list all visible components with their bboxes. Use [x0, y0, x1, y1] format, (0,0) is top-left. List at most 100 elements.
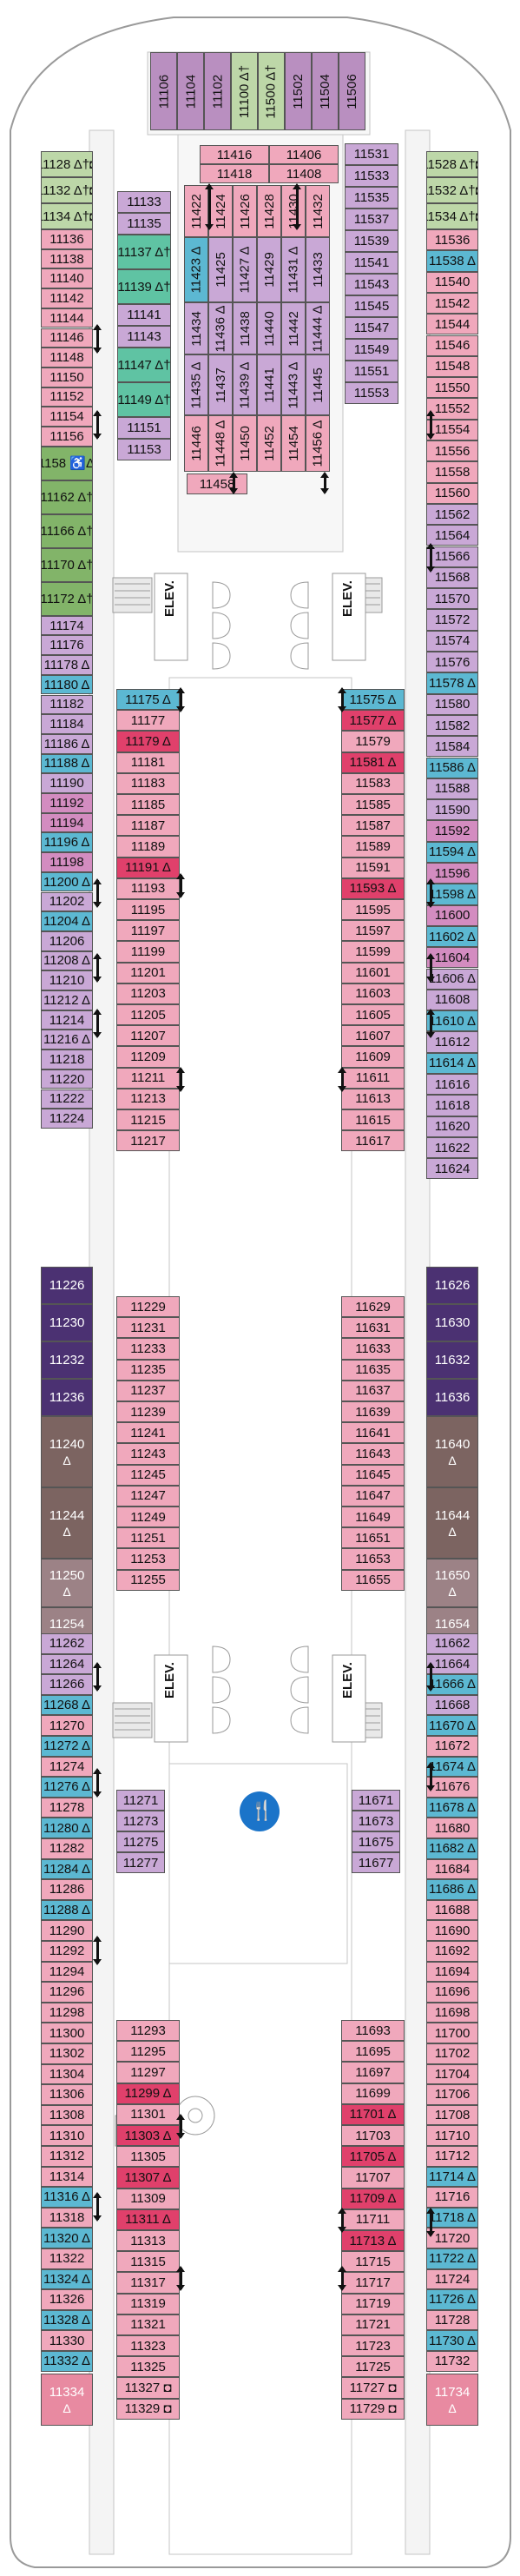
cabin-11443[interactable]: 11443 Δ — [281, 354, 306, 415]
cabin-11436[interactable]: 11436 Δ — [208, 302, 233, 354]
cabin-11313[interactable]: 11313 — [116, 2230, 180, 2252]
cabin-11213[interactable]: 11213 — [116, 1088, 180, 1109]
cabin-11712[interactable]: 11712 — [426, 2146, 478, 2167]
cabin-11692[interactable]: 11692 — [426, 1941, 478, 1962]
cabin-11726[interactable]: 11726 Δ — [426, 2289, 478, 2310]
cabin-11539[interactable]: 11539 — [345, 230, 398, 252]
cabin-11290[interactable]: 11290 — [41, 1920, 93, 1941]
cabin-11543[interactable]: 11543 — [345, 274, 398, 295]
cabin-11703[interactable]: 11703 — [341, 2125, 405, 2147]
cabin-11586[interactable]: 11586 Δ — [426, 757, 478, 778]
cabin-11203[interactable]: 11203 — [116, 983, 180, 1004]
cabin-11209[interactable]: 11209 — [116, 1046, 180, 1068]
cabin-11233[interactable]: 11233 — [116, 1338, 180, 1360]
cabin-11547[interactable]: 11547 — [345, 317, 398, 339]
cabin-11435[interactable]: 11435 Δ — [184, 354, 208, 415]
cabin-11593[interactable]: 11593 Δ — [341, 877, 405, 899]
cabin-11504[interactable]: 11504 — [312, 52, 339, 130]
cabin-11532[interactable]: 11532 Δ†◘ — [426, 177, 478, 203]
cabin-11600[interactable]: 11600 — [426, 904, 478, 926]
cabin-11699[interactable]: 11699 — [341, 2083, 405, 2104]
cabin-11324[interactable]: 11324 Δ — [41, 2268, 93, 2290]
cabin-11604[interactable]: 11604 — [426, 947, 478, 969]
cabin-11711[interactable]: 11711 — [341, 2208, 405, 2230]
cabin-11189[interactable]: 11189 — [116, 836, 180, 858]
cabin-11217[interactable]: 11217 — [116, 1130, 180, 1152]
cabin-11633[interactable]: 11633 — [341, 1338, 405, 1360]
cabin-11176[interactable]: 11176 — [41, 635, 93, 656]
cabin-11580[interactable]: 11580 — [426, 693, 478, 715]
cabin-11274[interactable]: 11274 — [41, 1756, 93, 1778]
cabin-11134[interactable]: 11134 Δ†◘ — [41, 203, 93, 229]
cabin-11187[interactable]: 11187 — [116, 815, 180, 837]
cabin-11591[interactable]: 11591 — [341, 857, 405, 878]
cabin-11214[interactable]: 11214 — [41, 1010, 93, 1030]
cabin-11502[interactable]: 11502 — [285, 52, 312, 130]
cabin-11608[interactable]: 11608 — [426, 989, 478, 1011]
cabin-11682[interactable]: 11682 Δ — [426, 1838, 478, 1859]
cabin-11662[interactable]: 11662 — [426, 1633, 478, 1654]
cabin-11422[interactable]: 11422 — [184, 185, 208, 237]
cabin-11727[interactable]: 11727 ◘ — [341, 2377, 405, 2399]
cabin-11199[interactable]: 11199 — [116, 941, 180, 963]
cabin-11226[interactable]: 11226 — [41, 1267, 93, 1304]
cabin-11222[interactable]: 11222 — [41, 1089, 93, 1109]
cabin-11645[interactable]: 11645 — [341, 1464, 405, 1486]
cabin-11533[interactable]: 11533 — [345, 165, 398, 187]
cabin-11268[interactable]: 11268 Δ — [41, 1694, 93, 1716]
cabin-11235[interactable]: 11235 — [116, 1359, 180, 1381]
cabin-11713[interactable]: 11713 Δ — [341, 2230, 405, 2252]
cabin-11725[interactable]: 11725 — [341, 2356, 405, 2378]
cabin-11425[interactable]: 11425 — [208, 237, 233, 302]
cabin-11583[interactable]: 11583 — [341, 772, 405, 794]
cabin-11200[interactable]: 11200 Δ — [41, 871, 93, 892]
cabin-11427[interactable]: 11427 Δ — [233, 237, 257, 302]
cabin-11306[interactable]: 11306 — [41, 2084, 93, 2105]
cabin-11550[interactable]: 11550 — [426, 377, 478, 399]
cabin-11446[interactable]: 11446 — [184, 415, 208, 472]
cabin-11560[interactable]: 11560 — [426, 482, 478, 504]
cabin-11708[interactable]: 11708 — [426, 2104, 478, 2126]
cabin-11304[interactable]: 11304 — [41, 2063, 93, 2085]
cabin-11423[interactable]: 11423 Δ — [184, 237, 208, 302]
cabin-11280[interactable]: 11280 Δ — [41, 1818, 93, 1838]
cabin-11146[interactable]: 11146 — [41, 328, 93, 348]
cabin-11639[interactable]: 11639 — [341, 1401, 405, 1423]
cabin-11631[interactable]: 11631 — [341, 1317, 405, 1339]
cabin-11271[interactable]: 11271 — [116, 1790, 165, 1811]
cabin-11576[interactable]: 11576 — [426, 652, 478, 673]
cabin-11153[interactable]: 11153 — [117, 439, 171, 460]
cabin-11332[interactable]: 11332 Δ — [41, 2351, 93, 2372]
cabin-11601[interactable]: 11601 — [341, 962, 405, 983]
cabin-11141[interactable]: 11141 — [117, 304, 171, 326]
cabin-11277[interactable]: 11277 — [116, 1852, 165, 1873]
cabin-11195[interactable]: 11195 — [116, 899, 180, 921]
cabin-11564[interactable]: 11564 — [426, 525, 478, 546]
cabin-11603[interactable]: 11603 — [341, 983, 405, 1004]
cabin-11310[interactable]: 11310 — [41, 2125, 93, 2146]
cabin-11701[interactable]: 11701 Δ — [341, 2103, 405, 2125]
cabin-11230[interactable]: 11230 — [41, 1304, 93, 1341]
cabin-11322[interactable]: 11322 — [41, 2248, 93, 2269]
cabin-11408[interactable]: 11408 — [269, 164, 339, 183]
cabin-11605[interactable]: 11605 — [341, 1004, 405, 1026]
cabin-11584[interactable]: 11584 — [426, 736, 478, 758]
cabin-11293[interactable]: 11293 — [116, 2020, 180, 2042]
cabin-11500[interactable]: 11500 Δ† — [258, 52, 285, 130]
cabin-11309[interactable]: 11309 — [116, 2188, 180, 2209]
cabin-11719[interactable]: 11719 — [341, 2293, 405, 2314]
cabin-11636[interactable]: 11636 — [426, 1379, 478, 1416]
cabin-11144[interactable]: 11144 — [41, 308, 93, 328]
cabin-11220[interactable]: 11220 — [41, 1069, 93, 1089]
cabin-11534[interactable]: 11534 Δ†◘ — [426, 203, 478, 229]
cabin-11406[interactable]: 11406 — [269, 145, 339, 164]
cabin-11617[interactable]: 11617 — [341, 1130, 405, 1152]
cabin-11204[interactable]: 11204 Δ — [41, 911, 93, 931]
cabin-11136[interactable]: 11136 — [41, 229, 93, 249]
cabin-11454[interactable]: 11454 — [281, 415, 306, 472]
cabin-11618[interactable]: 11618 — [426, 1095, 478, 1116]
cabin-11613[interactable]: 11613 — [341, 1088, 405, 1109]
